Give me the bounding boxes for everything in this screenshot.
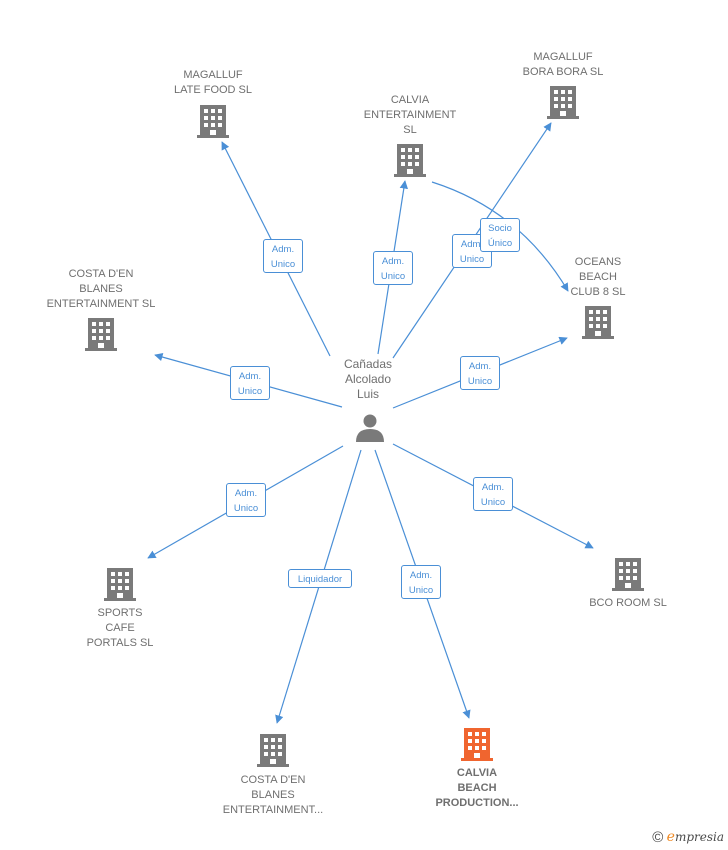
company-label-magalluf-late[interactable]: MAGALLUF LATE FOOD SL	[173, 69, 253, 96]
person-icon[interactable]	[356, 414, 384, 443]
relation-label: Adm. Unico	[226, 483, 266, 517]
building-icon[interactable]	[197, 105, 229, 138]
company-label-costa-blanes-2[interactable]: COSTA D'EN BLANES ENTERTAINMENT...	[222, 774, 324, 816]
building-icon[interactable]	[85, 318, 117, 351]
relation-label: Adm. Unico	[473, 477, 513, 511]
company-label-sports[interactable]: SPORTS CAFE PORTALS SL	[86, 607, 154, 649]
building-icon[interactable]	[547, 86, 579, 119]
copyright-symbol: ©	[652, 829, 664, 846]
person-name[interactable]: Cañadas Alcolado Luis	[343, 357, 393, 401]
building-icon[interactable]	[104, 568, 136, 601]
building-icon[interactable]	[394, 144, 426, 177]
relation-label: Adm. Unico	[460, 356, 500, 390]
node-layer	[85, 86, 644, 767]
brand-initial: e	[666, 829, 675, 845]
company-label-costa-blanes-1[interactable]: COSTA D'EN BLANES ENTERTAINMENT SL	[46, 268, 156, 310]
footer-brand: © empresia	[652, 829, 724, 846]
relation-label: Liquidador	[288, 568, 352, 588]
company-label-calvia-beach[interactable]: CALVIA BEACH PRODUCTION...	[435, 767, 519, 809]
relation-label: Adm. Unico	[401, 565, 441, 599]
company-label-calvia-ent[interactable]: CALVIA ENTERTAINMENT SL	[363, 94, 457, 136]
building-icon[interactable]	[461, 728, 493, 761]
building-icon[interactable]	[582, 306, 614, 339]
building-icon[interactable]	[612, 558, 644, 591]
company-label-bco[interactable]: BCO ROOM SL	[589, 597, 667, 609]
company-label-oceans[interactable]: OCEANS BEACH CLUB 8 SL	[570, 256, 626, 298]
relation-label: Socio Único	[480, 218, 520, 252]
relation-label: Adm. Unico	[263, 239, 303, 273]
relation-label: Adm. Unico	[230, 366, 270, 400]
brand-name: mpresia	[674, 830, 724, 844]
relation-label: Adm. Unico	[373, 251, 413, 285]
building-icon[interactable]	[257, 734, 289, 767]
company-label-magalluf-bora[interactable]: MAGALLUF BORA BORA SL	[522, 51, 604, 78]
